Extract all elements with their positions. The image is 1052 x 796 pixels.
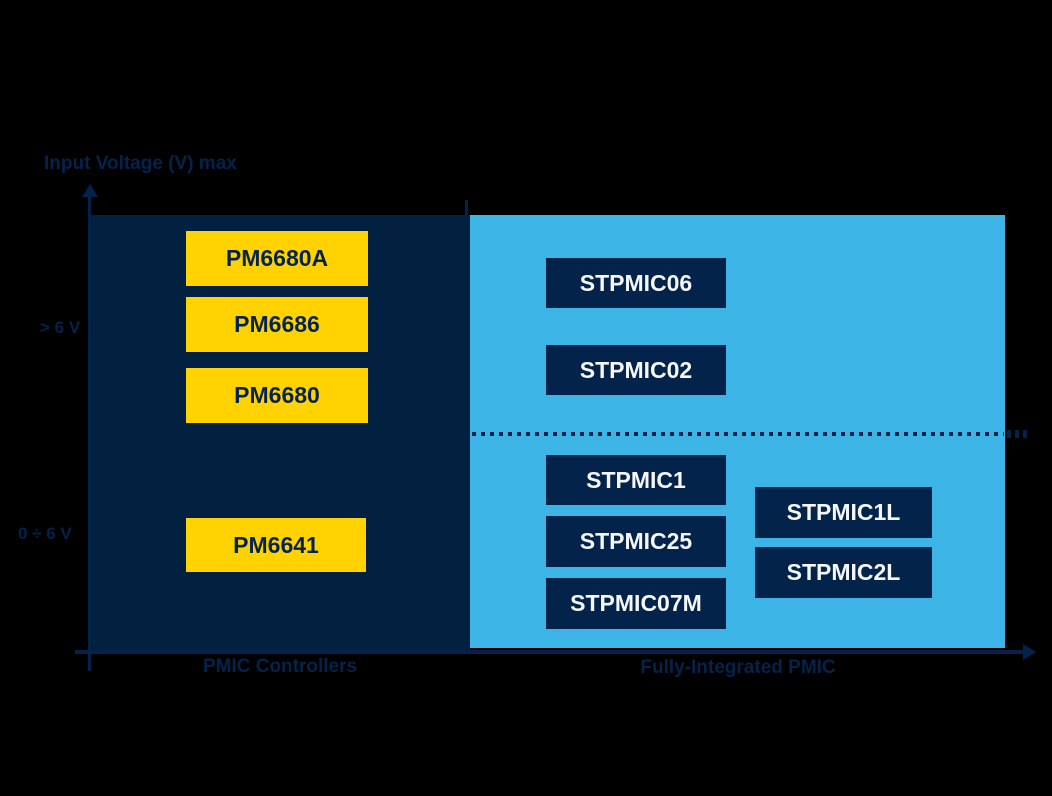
product-box-stpmic06: STPMIC06	[546, 258, 726, 308]
y-axis-title: Input Voltage (V) max	[44, 153, 237, 174]
x-category-pmic-controllers: PMIC Controllers	[202, 656, 358, 677]
product-box-stpmic02: STPMIC02	[546, 345, 726, 395]
column-divider-dash	[465, 200, 468, 215]
y-axis-line	[88, 196, 91, 671]
voltage-divider-dotted-line	[472, 432, 1004, 436]
product-box-stpmic1: STPMIC1	[546, 455, 726, 505]
product-box-stpmic25: STPMIC25	[546, 516, 726, 567]
product-box-pm6680a: PM6680A	[186, 231, 368, 286]
x-category-fully-integrated-pmic: Fully-Integrated PMIC	[640, 657, 836, 678]
product-box-stpmic1l: STPMIC1L	[755, 487, 932, 538]
y-tick-above-6v: > 6 V	[40, 318, 81, 337]
product-box-pm6686: PM6686	[186, 297, 368, 352]
region-pmic-controllers	[90, 215, 470, 650]
product-box-pm6680: PM6680	[186, 368, 368, 423]
product-box-stpmic07m: STPMIC07M	[546, 578, 726, 629]
product-box-stpmic2l: STPMIC2L	[755, 547, 932, 598]
voltage-divider-dotted-line-overhang	[1007, 430, 1029, 438]
y-axis-arrow-up-icon	[82, 184, 98, 197]
y-tick-0-to-6v: 0 ÷ 6 V	[18, 524, 72, 543]
x-axis-arrow-right-icon	[1023, 644, 1036, 660]
x-axis-line	[75, 650, 1025, 654]
product-box-pm6641: PM6641	[186, 518, 366, 572]
